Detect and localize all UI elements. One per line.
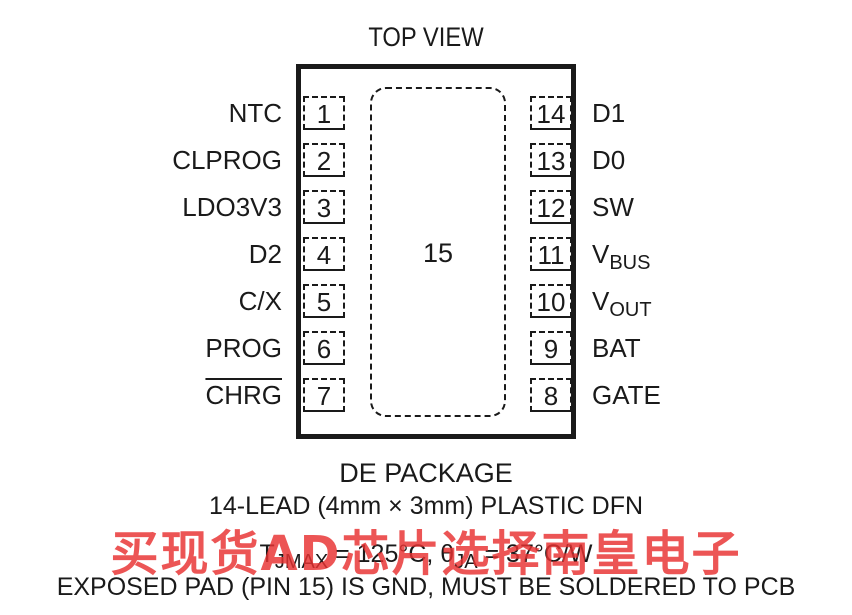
pin-box-6: 6: [303, 331, 345, 365]
thermal-t-sub: JMAX: [274, 551, 329, 573]
pin-label-gate: GATE: [592, 380, 661, 410]
pin-box-12: 12: [530, 190, 572, 224]
pin-box-7: 7: [303, 378, 345, 412]
pin-label-ntc: NTC: [228, 98, 282, 128]
thermal-t-value: = 125°C, θ: [328, 540, 455, 568]
pin-label-cx: C/X: [238, 286, 282, 316]
pin-box-3: 3: [303, 190, 345, 224]
pin-box-5: 5: [303, 284, 345, 318]
pin-label-vbus-main: V: [592, 239, 610, 269]
package-name: DE PACKAGE: [339, 458, 513, 488]
pin-label-d0: D0: [592, 145, 626, 175]
pin-label-vout: VOUT: [592, 285, 652, 321]
pin-label-d1: D1: [592, 98, 626, 128]
pin-label-clprog: CLPROG: [172, 145, 282, 175]
pin-label-vbus-sub: BUS: [609, 252, 651, 274]
pin-label-vout-sub: OUT: [609, 299, 652, 321]
pin-label-chrg: CHRG: [205, 380, 282, 410]
pin-box-4: 4: [303, 237, 345, 271]
pin-box-13: 13: [530, 143, 572, 177]
exposed-pad: [370, 87, 506, 417]
pin-box-14: 14: [530, 96, 572, 130]
package-description: 14-LEAD (4mm × 3mm) PLASTIC DFN: [208, 492, 644, 520]
pin-box-8: 8: [530, 378, 572, 412]
pin-box-1: 1: [303, 96, 345, 130]
pin-label-bat: BAT: [592, 333, 641, 363]
pin-box-11: 11: [530, 237, 572, 271]
thermal-theta-sub: JA: [454, 551, 478, 573]
pin-label-ldo3v3: LDO3V3: [182, 192, 282, 222]
thermal-t-symbol: T: [259, 540, 275, 568]
pin-label-prog: PROG: [205, 333, 282, 363]
pin-label-vbus: VBUS: [592, 238, 650, 274]
diagram-title: TOP VIEW: [368, 22, 484, 52]
pin-label-sw: SW: [592, 192, 634, 222]
pin-label-d2: D2: [248, 239, 282, 269]
thermal-theta-value: = 37°C/W: [477, 540, 593, 568]
pin-box-10: 10: [530, 284, 572, 318]
watermark: 买现货AD芯片选择南皇电子: [110, 526, 742, 582]
pin-box-2: 2: [303, 143, 345, 177]
exposed-pad-number: 15: [422, 238, 454, 268]
pin-label-vout-main: V: [592, 286, 610, 316]
thermal-spec: TJMAX = 125°C, θJA = 37°C/W: [0, 540, 852, 574]
pin-box-9: 9: [530, 331, 572, 365]
exposed-pad-note: EXPOSED PAD (PIN 15) IS GND, MUST BE SOL…: [56, 573, 796, 601]
package-outline: [296, 64, 576, 439]
